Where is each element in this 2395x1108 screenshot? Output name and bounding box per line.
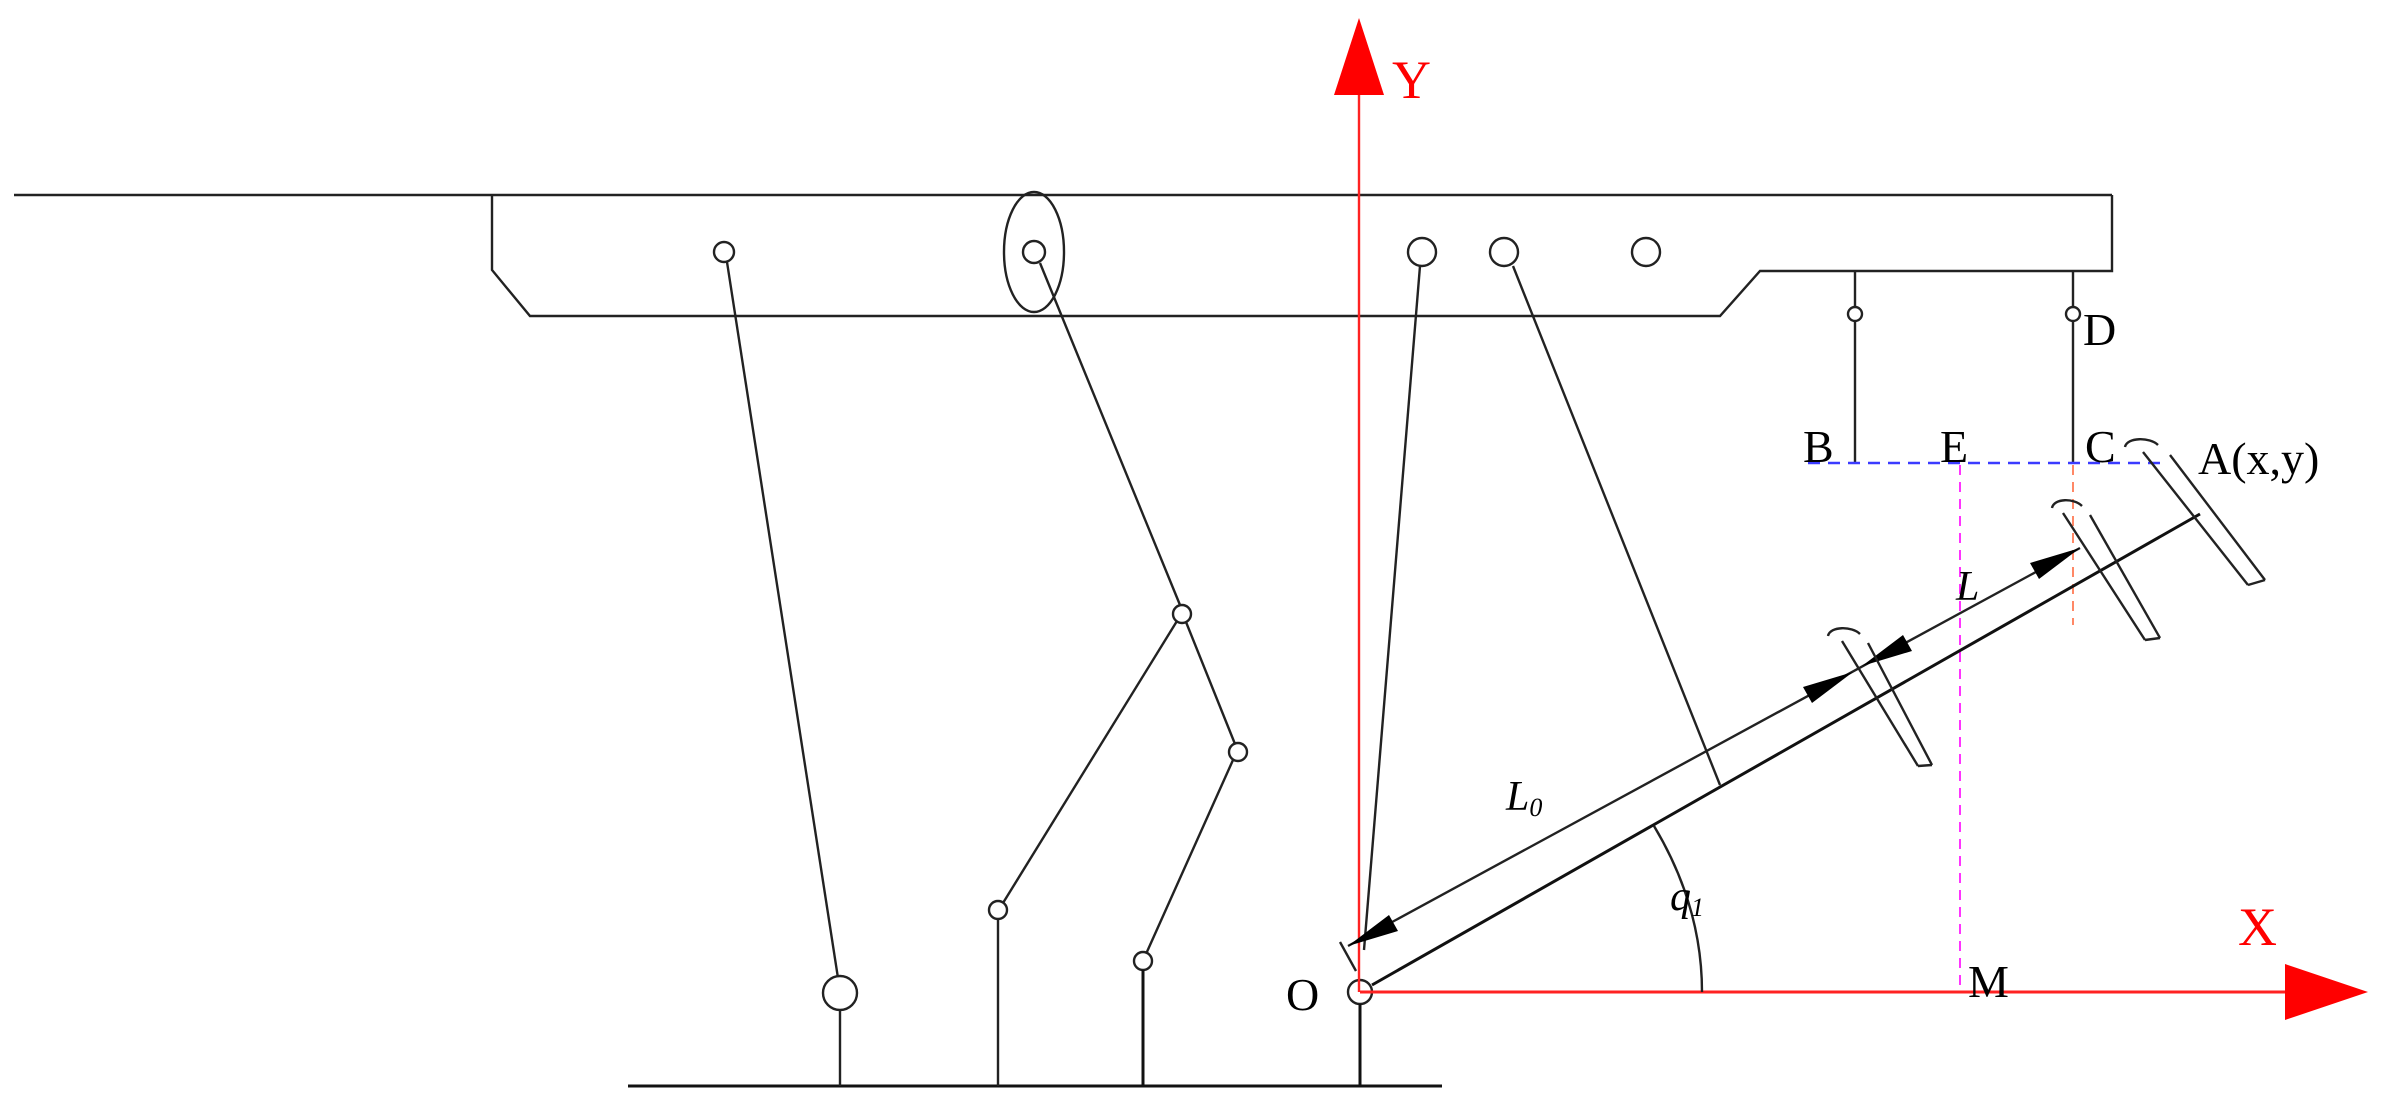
arm-o-end-tick bbox=[1338, 941, 1358, 972]
tool-2-hook bbox=[2050, 499, 2083, 509]
knee-pin bbox=[1171, 603, 1193, 625]
origin-label: O bbox=[1286, 969, 1319, 1020]
tool-3-hook bbox=[2123, 438, 2159, 448]
arrow-l0-o bbox=[1348, 915, 1398, 946]
x-axis-arrow bbox=[2285, 964, 2368, 1020]
link-2-lower bbox=[1184, 621, 1237, 745]
dimension-line bbox=[1347, 546, 2081, 948]
pivot-2-ellipse bbox=[1002, 190, 1066, 314]
link-3 bbox=[1001, 620, 1179, 904]
y-axis-arrow bbox=[1334, 18, 1384, 95]
tool-1-tip bbox=[1917, 763, 1933, 768]
point-m-label: M bbox=[1968, 956, 2009, 1007]
frame-outline bbox=[490, 195, 2114, 318]
tool-2-right bbox=[2088, 514, 2162, 639]
dimension-l0-label: L0 bbox=[1505, 774, 1542, 822]
y-axis-label: Y bbox=[1392, 50, 1431, 110]
left-linkages bbox=[712, 190, 1249, 1086]
tool-3 bbox=[2123, 438, 2266, 587]
coordinate-axes bbox=[1334, 18, 2368, 1020]
tool-1-right bbox=[1866, 642, 1934, 766]
arrow-l0-end bbox=[1803, 672, 1853, 703]
pivot-2 bbox=[1021, 239, 1047, 265]
tool-1-left bbox=[1840, 640, 1920, 767]
link-2-upper bbox=[1038, 262, 1182, 606]
point-a-label: A(x,y) bbox=[2198, 433, 2319, 484]
frame bbox=[14, 193, 2114, 463]
foot-pin-1 bbox=[987, 899, 1009, 921]
tool-1 bbox=[1826, 627, 1934, 768]
angle-q1-label: q1 bbox=[1670, 874, 1704, 922]
lower-joint-pin bbox=[1227, 741, 1249, 763]
angle-arc-q1 bbox=[1652, 825, 1704, 993]
point-e-label: E bbox=[1940, 421, 1968, 472]
x-axis-label: X bbox=[2238, 897, 2277, 957]
tool-2 bbox=[2050, 499, 2162, 642]
arrow-l-end bbox=[2030, 548, 2080, 579]
link-6 bbox=[1511, 265, 1722, 786]
point-d-label: D bbox=[2083, 304, 2116, 355]
tool-3-right bbox=[2169, 454, 2266, 581]
tool-2-left bbox=[2061, 512, 2147, 641]
arm-o-a bbox=[1371, 512, 2201, 987]
pivot-5 bbox=[1630, 236, 1662, 268]
tool-1-hook bbox=[1826, 627, 1861, 637]
tool-3-tip bbox=[2247, 578, 2266, 587]
dimension-l-label: L bbox=[1955, 564, 1979, 610]
point-b-label: B bbox=[1803, 421, 1834, 472]
arrow-l-start bbox=[1862, 635, 1912, 666]
link-5 bbox=[1362, 265, 1422, 951]
link-1 bbox=[725, 261, 840, 979]
origin-linkages bbox=[1346, 236, 1722, 1086]
lower-pin-1 bbox=[821, 974, 859, 1012]
pivot-1 bbox=[712, 240, 736, 264]
tool-3-left bbox=[2142, 451, 2249, 586]
dimension-lines bbox=[1347, 546, 2081, 948]
hanger-d-pin bbox=[2064, 305, 2082, 323]
hanger-b-pin bbox=[1846, 305, 1864, 323]
point-c-label: C bbox=[2085, 421, 2116, 472]
pivot-3 bbox=[1406, 236, 1438, 268]
link-4 bbox=[1144, 759, 1235, 955]
pivot-4 bbox=[1488, 236, 1520, 268]
foot-pin-2 bbox=[1132, 950, 1154, 972]
tool-2-tip bbox=[2144, 636, 2161, 642]
